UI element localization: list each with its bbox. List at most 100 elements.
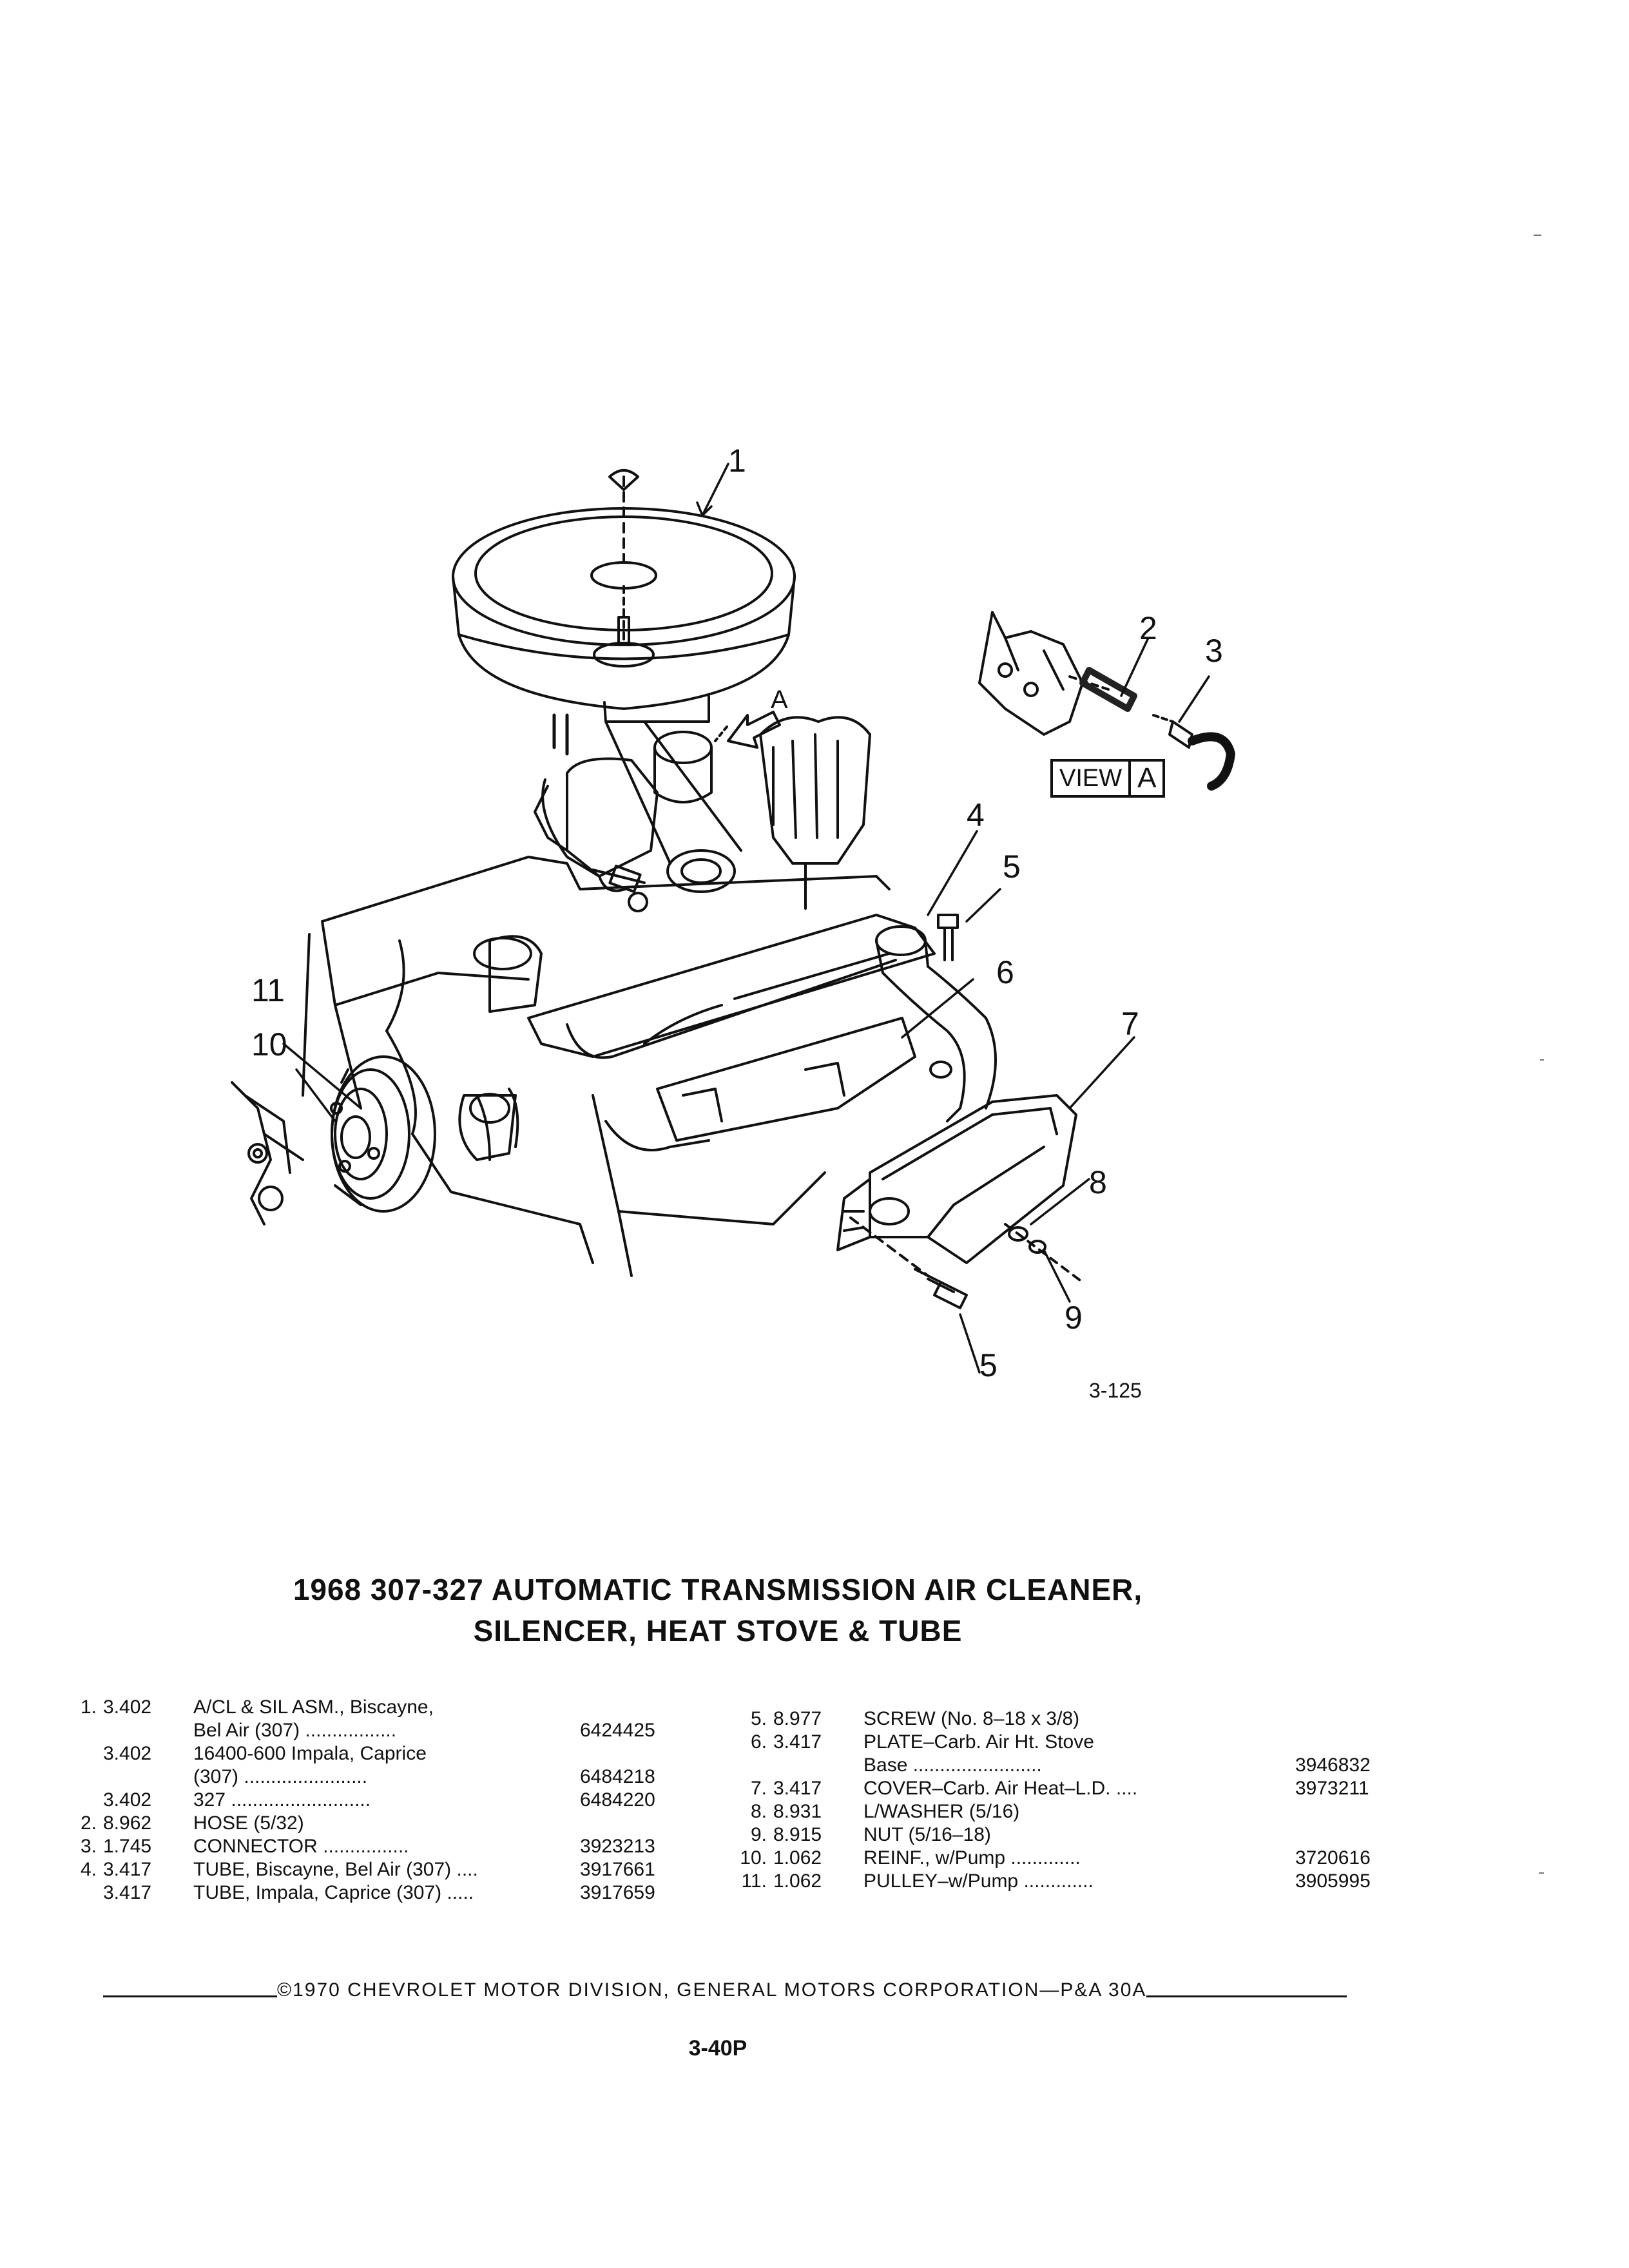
part-number: 3946832: [1295, 1754, 1371, 1776]
callout-11: 11: [251, 972, 285, 1008]
parts-row: 3. 1.745 CONNECTOR ................ 3923213: [64, 1835, 709, 1858]
callout-1: 1: [728, 443, 746, 479]
footer-text: ©1970 CHEVROLET MOTOR DIVISION, GENERAL …: [277, 1979, 1147, 2001]
screw-upper: [937, 914, 959, 961]
group-number: 3.417: [103, 1882, 152, 1903]
part-description: NUT (5/16–18): [863, 1824, 991, 1845]
view-a-arrow: [727, 711, 781, 749]
part-index: 6.: [750, 1731, 767, 1753]
parts-row: 8. 8.931 L/WASHER (5/16): [728, 1800, 1373, 1823]
part-description: CONNECTOR ................: [193, 1836, 409, 1857]
group-number: 3.417: [103, 1859, 152, 1880]
edge-mark: [1534, 235, 1541, 236]
edge-mark: [1539, 1872, 1544, 1874]
callout-8: 8: [1089, 1164, 1107, 1200]
footer-copyright: ©1970 CHEVROLET MOTOR DIVISION, GENERAL …: [103, 1979, 1347, 2001]
part-number: 3923213: [580, 1836, 655, 1857]
part-description: (307) .......................: [193, 1766, 368, 1787]
figure-number: 3-125: [1089, 1379, 1142, 1402]
distributor: [759, 716, 871, 910]
footer-rule-left: [103, 1995, 277, 1997]
part-description: COVER–Carb. Air Heat–L.D. ....: [863, 1778, 1138, 1799]
title-line-2: SILENCER, HEAT STOVE & TUBE: [473, 1614, 963, 1648]
part-description: PLATE–Carb. Air Ht. Stove: [863, 1731, 1094, 1753]
part-description: Bel Air (307) .................: [193, 1720, 397, 1741]
part-number: 3720616: [1295, 1847, 1371, 1869]
group-number: 3.402: [103, 1696, 152, 1718]
part-index: 8.: [750, 1801, 767, 1822]
view-label-letter: A: [1128, 762, 1162, 795]
group-number: 3.402: [103, 1789, 152, 1811]
part-number: 3917659: [580, 1882, 655, 1903]
callout-5-lower: 5: [979, 1347, 998, 1383]
exploded-diagram: [231, 463, 1235, 1374]
part-description: 327 ..........................: [193, 1789, 371, 1811]
group-number: 1.745: [103, 1836, 152, 1857]
part-index: 5.: [750, 1708, 767, 1729]
pulley: [231, 1055, 436, 1225]
view-arrow-label: A: [771, 686, 788, 714]
group-number: 3.402: [103, 1743, 152, 1764]
part-number: 3973211: [1295, 1778, 1369, 1799]
part-index: 9.: [750, 1824, 767, 1845]
group-number: 8.977: [773, 1708, 822, 1729]
parts-row: 1. 3.402 A/CL & SIL ASM., Biscayne,: [64, 1696, 709, 1719]
edge-mark: [1540, 1059, 1544, 1061]
footer-rule-right: [1146, 1995, 1347, 1997]
view-a-label: VIEW A: [1050, 759, 1166, 798]
part-number: 3905995: [1295, 1870, 1371, 1892]
part-index: 11.: [741, 1870, 767, 1892]
leader-lines: [282, 463, 1210, 1374]
callout-7: 7: [1121, 1006, 1139, 1042]
carburetor: [534, 713, 659, 912]
group-number: 8.962: [103, 1812, 152, 1834]
heat-stove-cover: [836, 1094, 1077, 1264]
parts-row: (307) ....................... 6484218: [64, 1765, 709, 1789]
part-description: TUBE, Impala, Caprice (307) .....: [193, 1882, 474, 1903]
parts-row: 3.417 TUBE, Impala, Caprice (307) ..... 39…: [64, 1881, 709, 1905]
screw-lower: [849, 1216, 968, 1309]
part-number: 6484218: [580, 1766, 655, 1787]
part-description: 16400-600 Impala, Caprice: [193, 1743, 427, 1764]
callout-3: 3: [1205, 633, 1223, 669]
parts-row: 4. 3.417 TUBE, Biscayne, Bel Air (307) ...…: [64, 1858, 709, 1881]
callout-5-upper: 5: [1003, 849, 1021, 885]
heat-tube: [875, 925, 997, 1122]
part-description: PULLEY–w/Pump .............: [863, 1870, 1094, 1892]
group-number: 3.417: [773, 1731, 822, 1753]
page-number: 3-40P: [688, 2036, 747, 2061]
group-number: 1.062: [773, 1870, 822, 1892]
part-index: 4.: [80, 1859, 97, 1880]
parts-row: 6. 3.417 PLATE–Carb. Air Ht. Stove: [728, 1731, 1373, 1754]
parts-row: Base ........................ 3946832: [728, 1754, 1373, 1777]
part-index: 1.: [80, 1696, 97, 1718]
part-description: TUBE, Biscayne, Bel Air (307) ....: [193, 1859, 478, 1880]
part-index: 10.: [740, 1847, 767, 1869]
view-label-text: VIEW: [1059, 765, 1123, 792]
part-description: L/WASHER (5/16): [863, 1801, 1020, 1822]
part-description: A/CL & SIL ASM., Biscayne,: [193, 1696, 434, 1718]
group-number: 3.417: [773, 1778, 822, 1799]
engine-block: [302, 856, 936, 1277]
group-number: 8.931: [773, 1801, 822, 1822]
parts-row: 11. 1.062 PULLEY–w/Pump ............. 39059…: [728, 1870, 1373, 1893]
parts-row: Bel Air (307) ................. 6424425: [64, 1719, 709, 1742]
group-number: 1.062: [773, 1847, 822, 1869]
parts-row: 3.402 16400-600 Impala, Caprice: [64, 1742, 709, 1765]
part-index: 3.: [80, 1836, 97, 1857]
parts-list-left: 1. 3.402 A/CL & SIL ASM., Biscayne,Bel Air…: [64, 1696, 709, 1905]
callout-2: 2: [1139, 610, 1157, 646]
part-number: 6424425: [580, 1720, 655, 1741]
callout-4: 4: [967, 797, 985, 833]
callout-10: 10: [251, 1026, 287, 1062]
part-description: Base ........................: [863, 1754, 1042, 1776]
callout-9: 9: [1065, 1300, 1083, 1336]
part-description: HOSE (5/32): [193, 1812, 304, 1834]
part-number: 3917661: [580, 1859, 655, 1880]
